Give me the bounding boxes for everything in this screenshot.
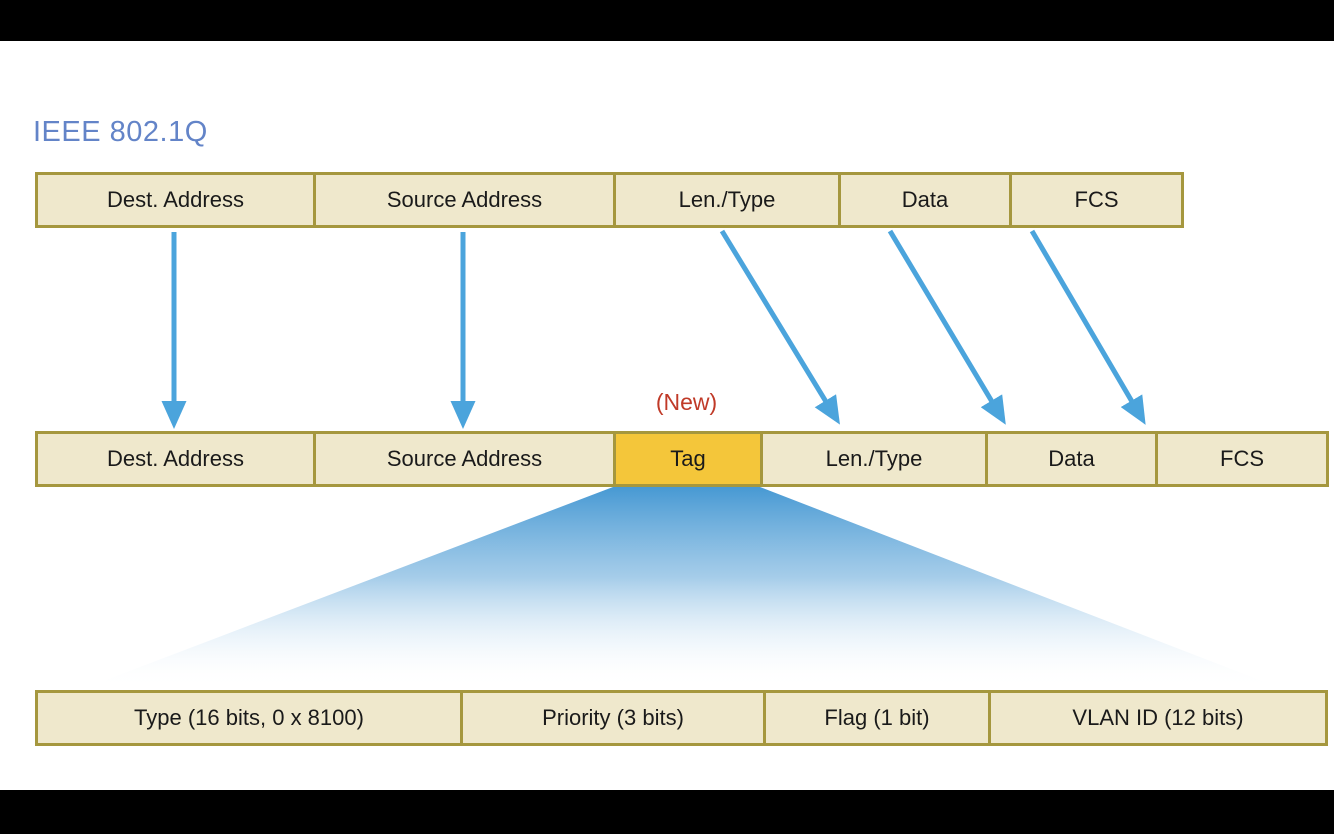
field-data: Data: [985, 434, 1155, 484]
field-vlan-id: VLAN ID (12 bits): [988, 693, 1325, 743]
field-len-type: Len./Type: [760, 434, 985, 484]
field-data: Data: [838, 175, 1009, 225]
letterbox-bottom: [0, 790, 1334, 834]
field-dest-address: Dest. Address: [38, 175, 313, 225]
field-label: Tag: [670, 446, 706, 471]
page-title: IEEE 802.1Q: [33, 116, 208, 148]
field-label: Len./Type: [825, 446, 923, 471]
field-label: Data: [901, 187, 949, 212]
field-source-address: Source Address: [313, 434, 613, 484]
new-tag-annotation: (New): [655, 389, 718, 415]
arrow-data: [887, 229, 1006, 425]
field-label: Dest. Address: [107, 187, 244, 212]
field-label: Source Address: [386, 187, 543, 212]
arrow-fcs: [1029, 229, 1146, 425]
field-label: Dest. Address: [107, 446, 244, 471]
arrow-len-type: [719, 229, 840, 425]
field-label: Source Address: [386, 446, 543, 471]
original-frame-row: Dest. Address Source Address Len./Type D…: [35, 172, 1184, 228]
tag-detail-row: Type (16 bits, 0 x 8100) Priority (3 bit…: [35, 690, 1328, 746]
field-priority: Priority (3 bits): [460, 693, 763, 743]
field-fcs: FCS: [1009, 175, 1181, 225]
letterbox-top: [0, 0, 1334, 41]
field-label: Priority (3 bits): [542, 705, 684, 730]
field-label: Type (16 bits, 0 x 8100): [134, 705, 364, 730]
field-label: VLAN ID (12 bits): [1072, 705, 1244, 730]
field-label: Flag (1 bit): [824, 705, 930, 730]
field-label: Data: [1048, 446, 1095, 471]
field-len-type: Len./Type: [613, 175, 838, 225]
field-fcs: FCS: [1155, 434, 1326, 484]
tagged-frame-row: Dest. Address Source Address Tag Len./Ty…: [35, 431, 1329, 487]
field-source-address: Source Address: [313, 175, 613, 225]
field-label: Len./Type: [678, 187, 776, 212]
field-flag: Flag (1 bit): [763, 693, 988, 743]
field-tag: Tag: [613, 434, 760, 484]
field-dest-address: Dest. Address: [38, 434, 313, 484]
field-tag-type: Type (16 bits, 0 x 8100): [38, 693, 460, 743]
field-label: FCS: [1074, 187, 1119, 212]
tag-expansion-funnel: [85, 487, 1280, 688]
field-label: FCS: [1220, 446, 1264, 471]
